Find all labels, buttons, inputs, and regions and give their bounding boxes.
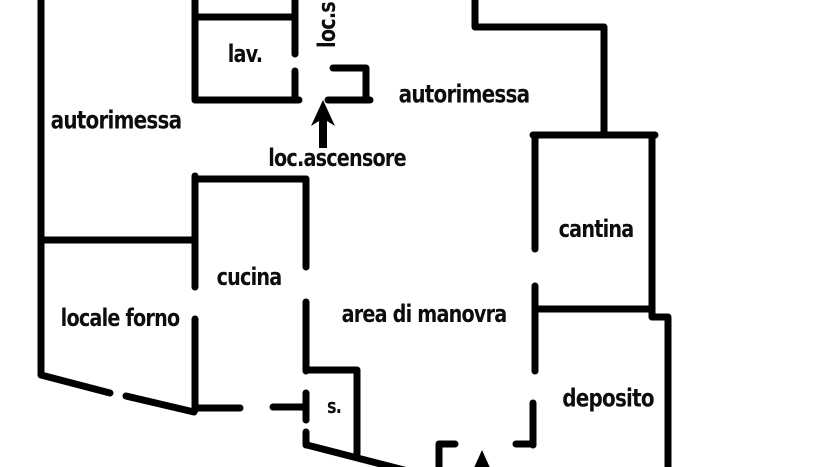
room-label-loc-ascensore: loc.ascensore (268, 144, 406, 172)
room-label-autorimessa-left: autorimessa (50, 105, 182, 135)
wall-outer-left (37, 0, 114, 397)
room-label-deposito: deposito (562, 383, 654, 413)
wall-cantina-deposito-left (512, 131, 539, 449)
wall-autorimessa-right-boundary (471, 0, 608, 139)
room-label-locale-forno: locale forno (60, 304, 180, 332)
room-label-loc-s: loc.s (313, 2, 341, 48)
wall-cucina-left (191, 172, 244, 414)
wall-stair-jamb (435, 440, 459, 467)
room-label-area-di-manovra: area di manovra (341, 300, 508, 328)
room-label-s: s. (326, 394, 342, 418)
wall-lav-room (191, 0, 303, 104)
room-label-lav: lav. (227, 40, 263, 68)
wall-s-room (302, 366, 361, 458)
wall-deposito-right (648, 305, 672, 467)
room-label-cantina: cantina (558, 215, 635, 243)
wall-diagonal-door-right (122, 392, 198, 416)
room-label-cucina: cucina (216, 263, 283, 291)
room-label-autorimessa-right: autorimessa (398, 79, 530, 109)
arrow-up-icon (311, 100, 335, 148)
wall-corridor-left (269, 389, 310, 449)
arrow-up-icon (474, 450, 490, 467)
wall-diagonal-bottom (303, 441, 406, 467)
wall-elevator-room (324, 64, 374, 104)
